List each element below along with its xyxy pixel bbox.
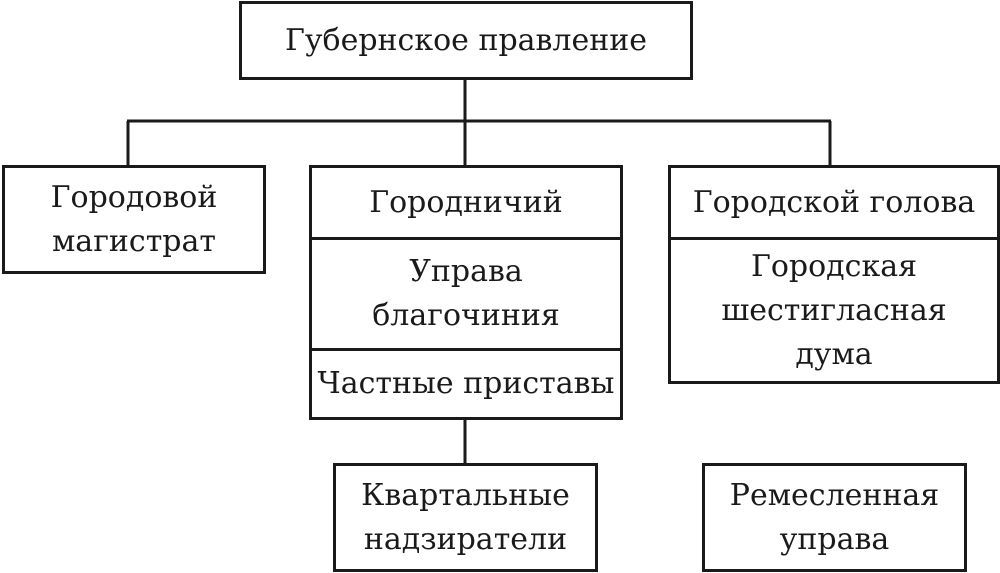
group-gorodnichiy-divider-1 — [312, 237, 620, 240]
node-gorodskoy-golova: Городской голова — [671, 168, 997, 237]
group-gorodnichiy-divider-2 — [312, 348, 620, 351]
node-gorodskoy-golova-label: Городской голова — [692, 184, 976, 220]
node-gorodnichiy: Городничий — [312, 168, 620, 237]
node-kvartalnye-nadzirateli-label: Квартальные надзиратели — [361, 477, 570, 557]
node-gorodnichiy-label: Городничий — [369, 184, 563, 220]
group-gorodnichiy: Городничий Управа благочиния Частные при… — [309, 165, 623, 420]
group-gorodskoy-golova: Городской голова Городская шестигласная … — [668, 165, 1000, 384]
node-remeslennaya-uprava: Ремесленная управа — [702, 463, 967, 572]
node-gubernskoe-pravlenie: Губернское правление — [239, 1, 693, 80]
node-chastnye-pristavy: Частные приставы — [312, 351, 620, 417]
node-gorodskaya-duma-label: Городская шестигласная дума — [721, 248, 947, 372]
node-uprava-blagochiniya: Управа благочиния — [312, 240, 620, 348]
node-gorodovoy-magistrat-label: Городовой магистрат — [50, 179, 218, 259]
node-chastnye-pristavy-label: Частные приставы — [317, 366, 615, 401]
node-gorodovoy-magistrat: Городовой магистрат — [2, 165, 266, 274]
node-gubernskoe-pravlenie-label: Губернское правление — [285, 22, 647, 58]
node-uprava-blagochiniya-label: Управа благочиния — [372, 254, 560, 333]
group-gorodskoy-golova-divider — [671, 237, 997, 240]
node-kvartalnye-nadzirateli: Квартальные надзиратели — [333, 463, 598, 572]
node-gorodskaya-duma: Городская шестигласная дума — [671, 240, 997, 381]
node-remeslennaya-uprava-label: Ремесленная управа — [729, 477, 940, 557]
